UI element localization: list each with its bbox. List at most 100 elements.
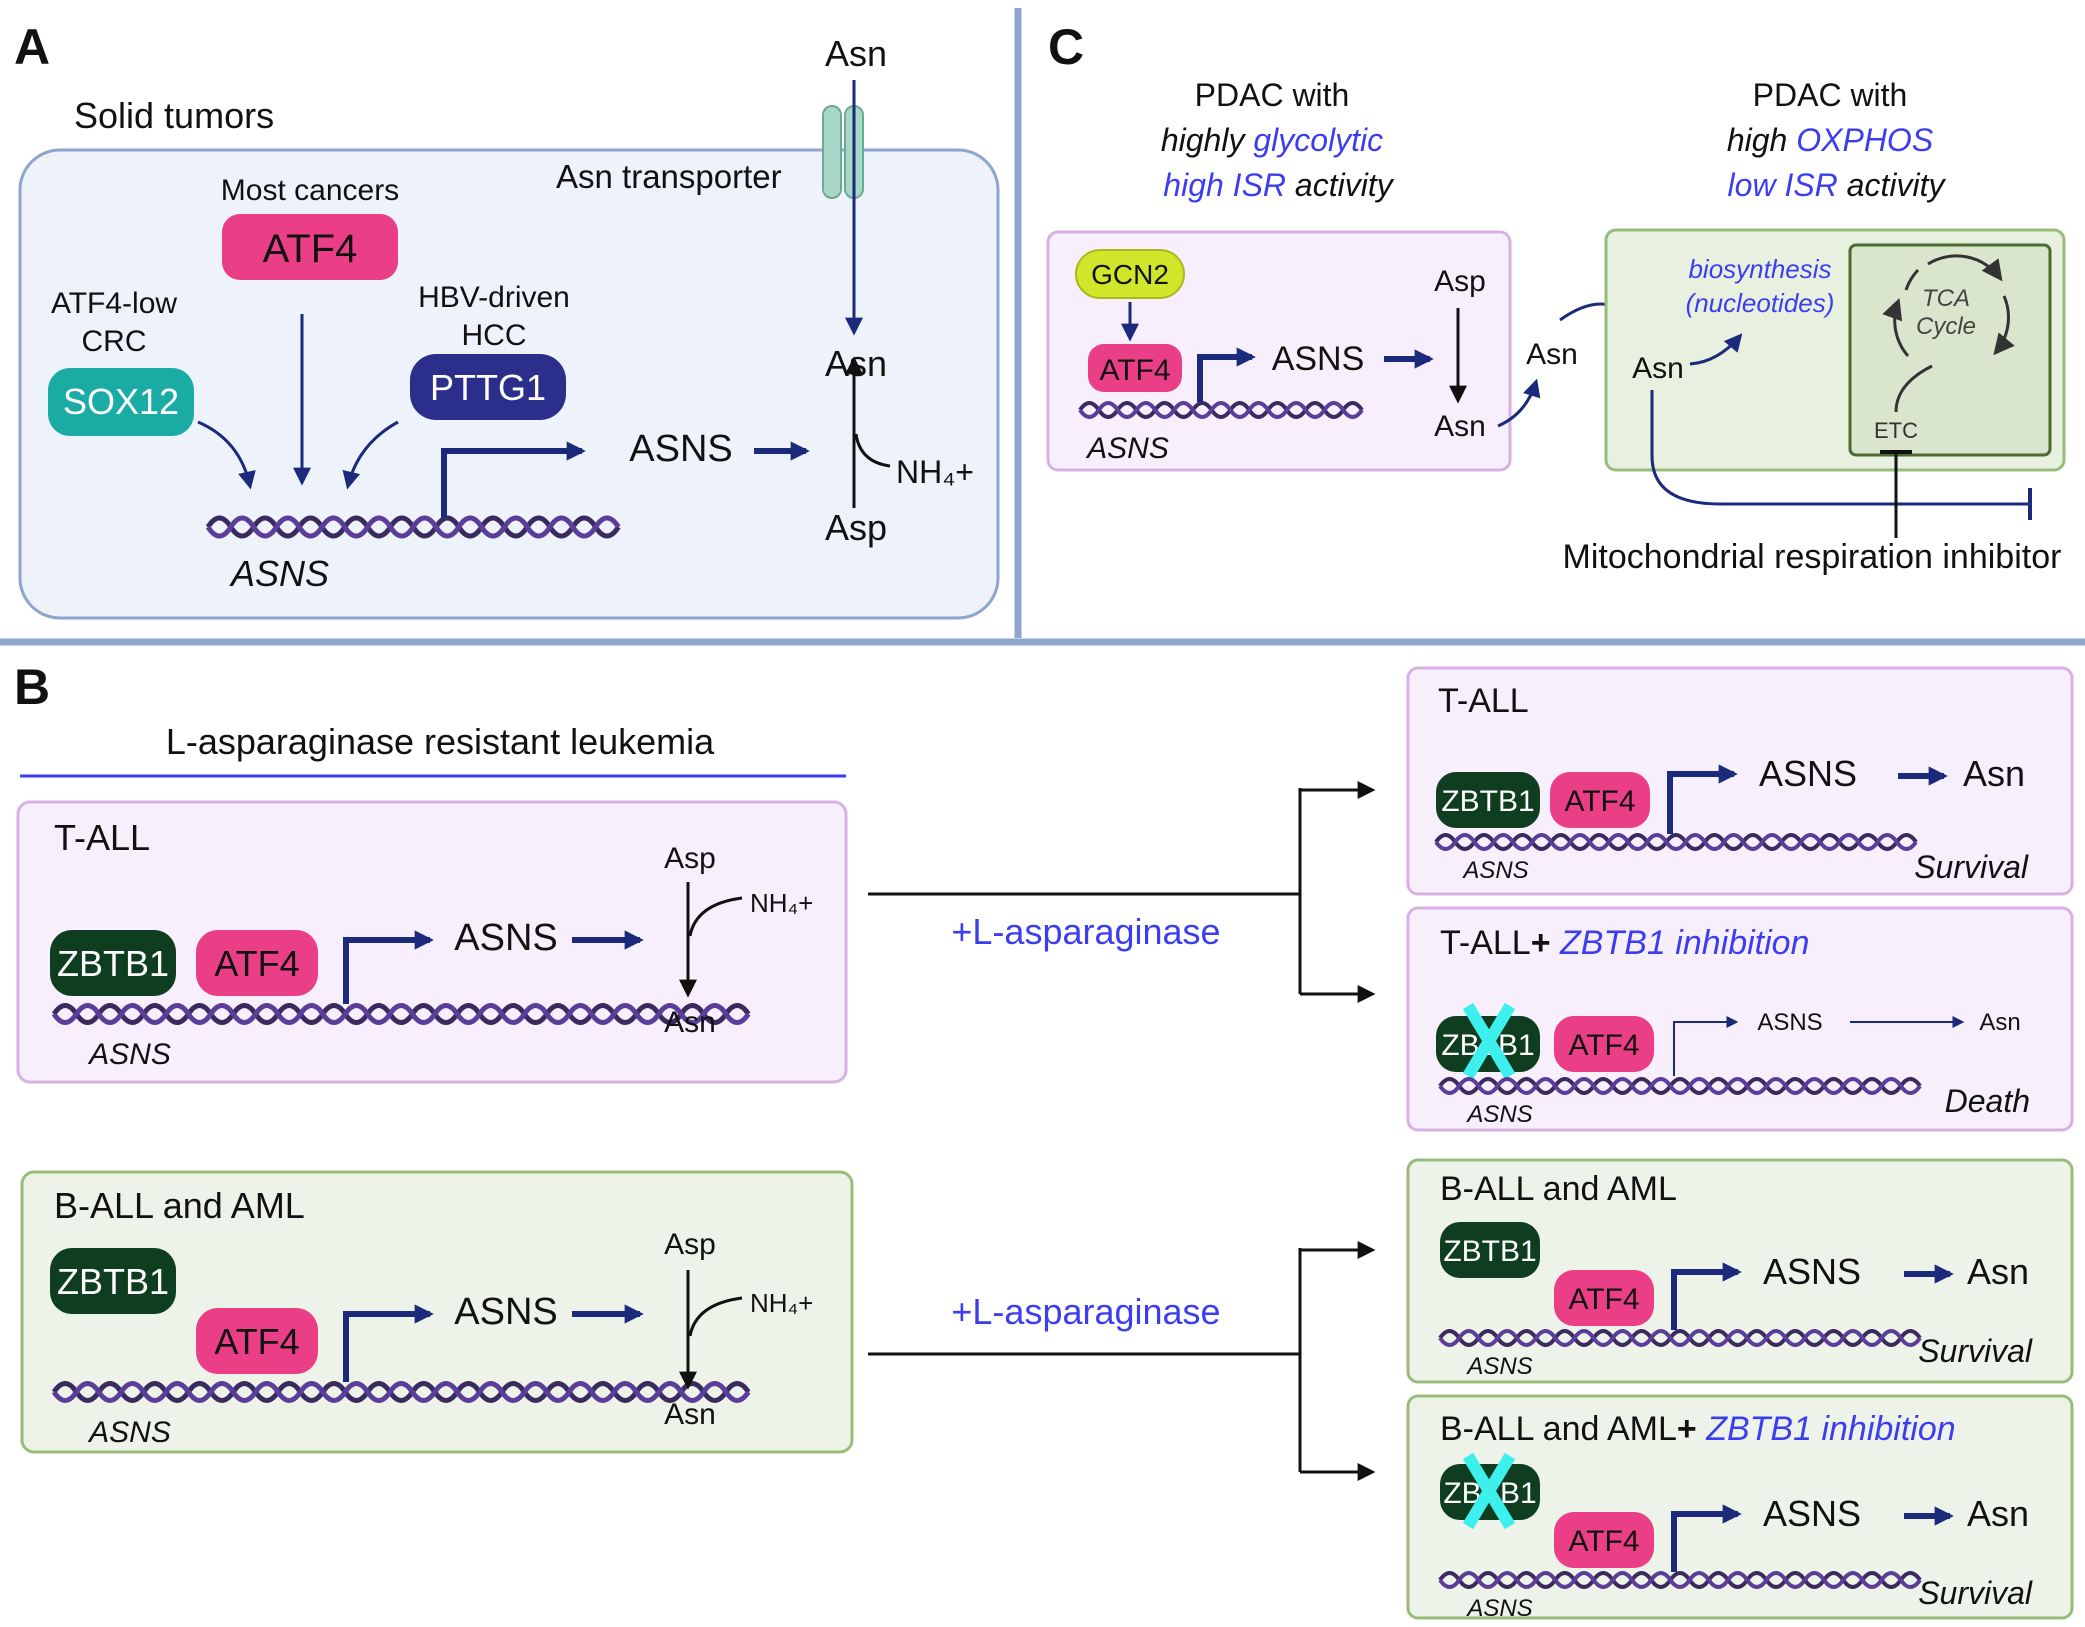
out-ball-inh-asn-label: Asn: [1967, 1493, 2029, 1534]
sox12-label: SOX12: [63, 381, 179, 422]
out-ball-inh-dna: [1438, 1571, 1922, 1589]
out-ball-inh-gene-label: ASNS: [1465, 1595, 1532, 1622]
atf4-label-c: ATF4: [1099, 354, 1170, 387]
tall-asn-label: Asn: [664, 1006, 716, 1039]
asn-intracellular: Asn: [825, 343, 887, 384]
out-tall-inh-cross-icon: [1462, 1002, 1516, 1080]
transcription-arrow-c: [1197, 347, 1256, 402]
treatment-label-2: +L-asparaginase: [951, 1291, 1220, 1332]
out-tall-inh-box: [1406, 906, 2074, 1132]
ball-atf4-label: ATF4: [214, 1321, 299, 1362]
asns-enzyme-label-c: ASNS: [1272, 340, 1365, 378]
out-tall-dna: [1434, 833, 1918, 851]
out-ball-inh-asns-label: ASNS: [1763, 1493, 1861, 1534]
out-ball-gene-label: ASNS: [1465, 1353, 1532, 1380]
tall-atf4-label: ATF4: [214, 943, 299, 984]
out-ball-dna: [1438, 1329, 1922, 1347]
out-tall-outcome: Survival: [1914, 849, 2029, 885]
out-ball-asns-label: ASNS: [1763, 1251, 1861, 1292]
asp-label-c: Asp: [1434, 265, 1486, 298]
out-ball-zbtb1-label: ZBTB1: [1443, 1235, 1536, 1268]
tall-title: T-ALL: [54, 817, 150, 858]
most-cancers-label: Most cancers: [221, 174, 399, 207]
nh4-input: [854, 433, 891, 468]
etc-label: ETC: [1874, 418, 1918, 443]
treatment-label-1: +L-asparaginase: [951, 911, 1220, 952]
pttg1-box: [410, 354, 566, 420]
ball-title: B-ALL and AML: [54, 1185, 305, 1226]
out-ball-inh-transcription-arrow: [1671, 1504, 1742, 1572]
asns-gene-label-c: ASNS: [1085, 432, 1169, 465]
out-tall-atf4-label: ATF4: [1564, 785, 1635, 818]
out-tall-inh-transcription-arrow: [1673, 1016, 1739, 1076]
out-ball-inh-outcome: Survival: [1918, 1575, 2033, 1611]
ball-zbtb1-label: ZBTB1: [57, 1261, 169, 1302]
out-ball-title: B-ALL and AML: [1440, 1170, 1677, 1208]
tall-zbtb1-label: ZBTB1: [57, 943, 169, 984]
tca-label: TCA: [1922, 285, 1970, 312]
transcription-arrow: [441, 441, 586, 518]
left-header-line1: PDAC with: [1195, 77, 1350, 113]
tall-atf4-box: [196, 930, 318, 996]
tall-transcription-arrow: [343, 930, 434, 1004]
out-ball-inh-title: B-ALL and AML+ ZBTB1 inhibition: [1440, 1410, 1956, 1448]
panel-b-letter: B: [14, 659, 50, 715]
out-tall-zbtb1-box: [1436, 772, 1540, 828]
panel-a-letter: A: [14, 19, 50, 75]
panel-c: C PDAC with highly glycolytic high ISR a…: [1046, 19, 2066, 576]
asn-secretion-arrow: [1497, 378, 1541, 428]
cycle-label: Cycle: [1916, 313, 1976, 340]
etc-to-tca-curve: [1894, 364, 1933, 413]
ball-nh4-input: [688, 1296, 743, 1337]
tca-cycle-icon: [1882, 254, 2015, 357]
ball-zbtb1-box: [50, 1248, 176, 1314]
out-ball-inh-atf4-box: [1554, 1512, 1654, 1568]
hbv-label: HBV-driven: [418, 281, 570, 314]
ball-branch-connector: [868, 1241, 1376, 1481]
out-tall-inh-dna: [1438, 1077, 1922, 1095]
panel-b: B L-asparaginase resistant leukemia T-AL…: [14, 659, 2074, 1622]
left-header-line2: highly glycolytic: [1161, 122, 1383, 158]
out-tall-inh-asns-label: ASNS: [1757, 1009, 1822, 1036]
out-ball-inh-cross-icon: [1462, 1452, 1516, 1530]
mitochondrion: [1848, 243, 2052, 457]
tall-nh4-label: NH₄+: [750, 888, 813, 918]
panel-c-letter: C: [1048, 19, 1084, 75]
nucleotides-label: (nucleotides): [1686, 288, 1835, 318]
out-ball-zbtb1-box: [1440, 1222, 1540, 1278]
ball-gene-label: ASNS: [87, 1416, 171, 1449]
out-tall-asns-label: ASNS: [1759, 753, 1857, 794]
hcc-label: HCC: [462, 319, 527, 352]
panel-a: A Solid tumors Asn transporter Asn Asn M…: [14, 19, 1000, 620]
out-tall-zbtb1-label: ZBTB1: [1441, 785, 1534, 818]
asp-label: Asp: [825, 507, 887, 548]
out-ball-inh-atf4-label: ATF4: [1568, 1525, 1639, 1558]
asn-mid-label: Asn: [1526, 338, 1578, 371]
out-tall-inh-atf4-box: [1554, 1016, 1654, 1072]
crc-label: CRC: [82, 325, 147, 358]
right-header-line1: PDAC with: [1753, 77, 1908, 113]
out-tall-inh-outcome: Death: [1945, 1083, 2030, 1119]
ball-atf4-box: [196, 1308, 318, 1374]
asns-gene-label: ASNS: [229, 553, 329, 594]
atf4-box: [222, 214, 398, 280]
tall-nh4-input: [688, 896, 743, 937]
out-tall-inh-atf4-label: ATF4: [1568, 1029, 1639, 1062]
tall-branch-connector: [868, 781, 1376, 1003]
out-tall-inh-gene-label: ASNS: [1465, 1101, 1532, 1128]
atf4-box-c: [1088, 344, 1182, 392]
sox12-box: [48, 368, 194, 436]
biosynthesis-label: biosynthesis: [1688, 254, 1831, 284]
sox12-arrow: [197, 420, 256, 490]
out-ball-atf4-label: ATF4: [1568, 1283, 1639, 1316]
right-header-line3: low ISR activity: [1728, 167, 1947, 203]
out-tall-gene-label: ASNS: [1461, 857, 1528, 884]
tall-gene-label: ASNS: [87, 1038, 171, 1071]
out-tall-asn-label: Asn: [1963, 753, 2025, 794]
gcn2-box: [1075, 249, 1185, 299]
asn-inhibition-line: [1650, 390, 2030, 506]
ball-transcription-arrow: [343, 1304, 434, 1382]
ball-nh4-label: NH₄+: [750, 1288, 813, 1318]
gcn2-label: GCN2: [1091, 259, 1169, 290]
